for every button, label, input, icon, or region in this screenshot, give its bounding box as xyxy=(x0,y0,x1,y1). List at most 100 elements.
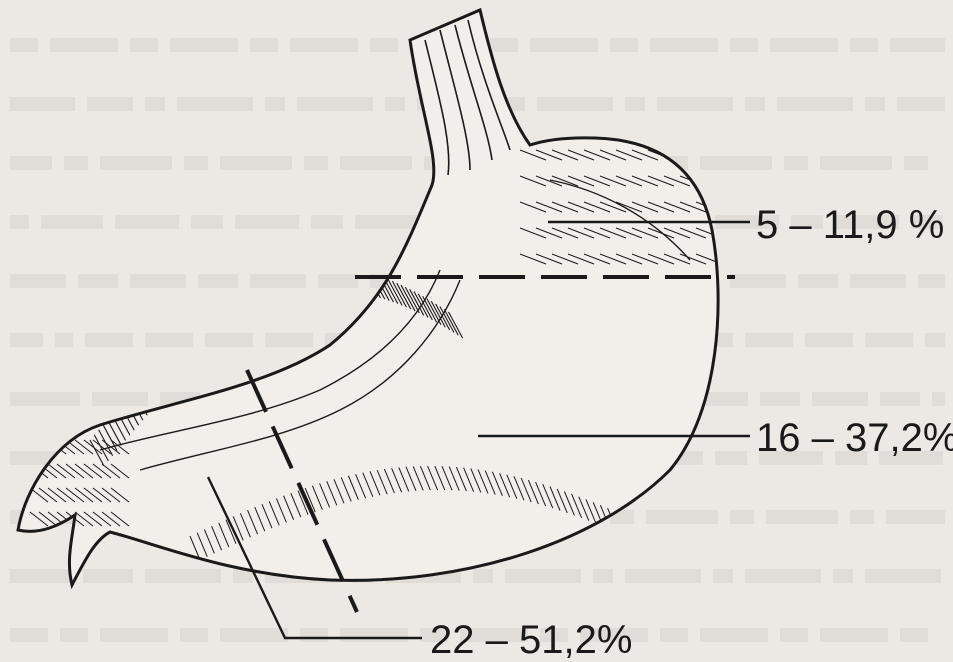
background-text-word xyxy=(10,569,71,583)
background-text-word xyxy=(932,392,945,406)
background-text-word xyxy=(865,333,913,347)
background-text-word xyxy=(297,97,373,111)
background-text-word xyxy=(745,569,821,583)
background-text-word xyxy=(170,38,238,52)
background-text-word xyxy=(890,38,945,52)
hatch-stroke xyxy=(306,267,320,293)
background-text-word xyxy=(290,38,358,52)
hatch-stroke xyxy=(159,361,173,387)
background-text-word xyxy=(730,510,754,524)
background-text-word xyxy=(235,215,299,229)
hatch-stroke xyxy=(665,534,675,558)
background-text-word xyxy=(660,628,688,642)
background-text-word xyxy=(537,97,613,111)
background-text-word xyxy=(180,628,208,642)
background-text-word xyxy=(777,97,853,111)
label-upper-region: 5 – 11,9 % xyxy=(756,203,944,247)
background-text-word xyxy=(145,97,165,111)
background-text-word xyxy=(865,97,885,111)
hatch-stroke xyxy=(250,286,264,312)
background-text-word xyxy=(304,156,328,170)
label-lower-region: 22 – 51,2% xyxy=(430,618,632,662)
background-text-word xyxy=(897,97,945,111)
background-text-word xyxy=(10,97,75,111)
hatch-stroke xyxy=(168,352,182,378)
background-text-word xyxy=(130,38,158,52)
hatch-stroke xyxy=(644,524,654,548)
background-text-word xyxy=(730,274,786,288)
background-text-word xyxy=(715,451,747,465)
background-text-word xyxy=(85,333,133,347)
background-text-word xyxy=(145,569,221,583)
background-text-word xyxy=(657,97,733,111)
background-text-word xyxy=(610,38,638,52)
background-text-word xyxy=(177,97,253,111)
background-text-word xyxy=(745,333,793,347)
background-text-word xyxy=(145,333,193,347)
hatch-stroke xyxy=(651,527,661,551)
background-text-word xyxy=(385,97,405,111)
background-text-word xyxy=(10,333,43,347)
background-text-word xyxy=(220,156,292,170)
background-text-word xyxy=(650,38,718,52)
background-text-word xyxy=(205,333,253,347)
background-text-word xyxy=(780,628,808,642)
background-text-word xyxy=(191,215,223,229)
background-text-word xyxy=(850,38,878,52)
background-text-word xyxy=(265,97,285,111)
hatch-stroke xyxy=(146,375,160,401)
background-text-word xyxy=(311,215,343,229)
background-text-word xyxy=(83,569,133,583)
background-text-word xyxy=(700,628,768,642)
background-text-word xyxy=(625,569,701,583)
background-text-word xyxy=(370,38,398,52)
hatch-stroke xyxy=(228,299,242,325)
hatch-stroke xyxy=(658,531,668,555)
background-text-word xyxy=(820,628,888,642)
background-text-word xyxy=(713,569,733,583)
background-text-word xyxy=(115,215,179,229)
hatch-stroke xyxy=(696,176,722,186)
background-text-word xyxy=(60,628,88,642)
background-text-word xyxy=(850,510,874,524)
background-text-word xyxy=(100,628,168,642)
hatch-stroke xyxy=(220,305,234,331)
background-text-word xyxy=(10,156,52,170)
background-text-word xyxy=(593,569,613,583)
stomach-body xyxy=(18,10,722,585)
background-text-word xyxy=(41,215,103,229)
background-text-word xyxy=(625,97,645,111)
background-text-word xyxy=(530,38,598,52)
background-text-word xyxy=(300,628,328,642)
hatch-stroke xyxy=(246,288,260,314)
background-text-word xyxy=(473,569,493,583)
hatch-stroke xyxy=(233,296,247,322)
background-text-word xyxy=(745,97,765,111)
background-text-word xyxy=(78,274,118,288)
background-text-word xyxy=(92,392,148,406)
background-text-word xyxy=(886,510,945,524)
background-text-word xyxy=(770,38,838,52)
background-text-word xyxy=(900,628,928,642)
background-text-word xyxy=(64,156,88,170)
background-text-word xyxy=(812,392,868,406)
hatch-stroke xyxy=(224,302,238,328)
background-text-word xyxy=(130,274,186,288)
background-text-word xyxy=(784,156,808,170)
background-text-word xyxy=(100,156,172,170)
background-text-word xyxy=(766,510,838,524)
background-text-word xyxy=(505,569,581,583)
hatch-stroke xyxy=(358,270,372,296)
background-text-word xyxy=(87,97,133,111)
background-text-word xyxy=(250,38,278,52)
hatch-stroke xyxy=(172,347,186,373)
background-text-word xyxy=(355,215,419,229)
hatch-stroke xyxy=(237,294,251,320)
background-text-word xyxy=(55,333,73,347)
background-text-word xyxy=(250,274,306,288)
hatch-stroke xyxy=(241,291,255,317)
background-text-word xyxy=(220,628,288,642)
background-text-word xyxy=(265,333,313,347)
